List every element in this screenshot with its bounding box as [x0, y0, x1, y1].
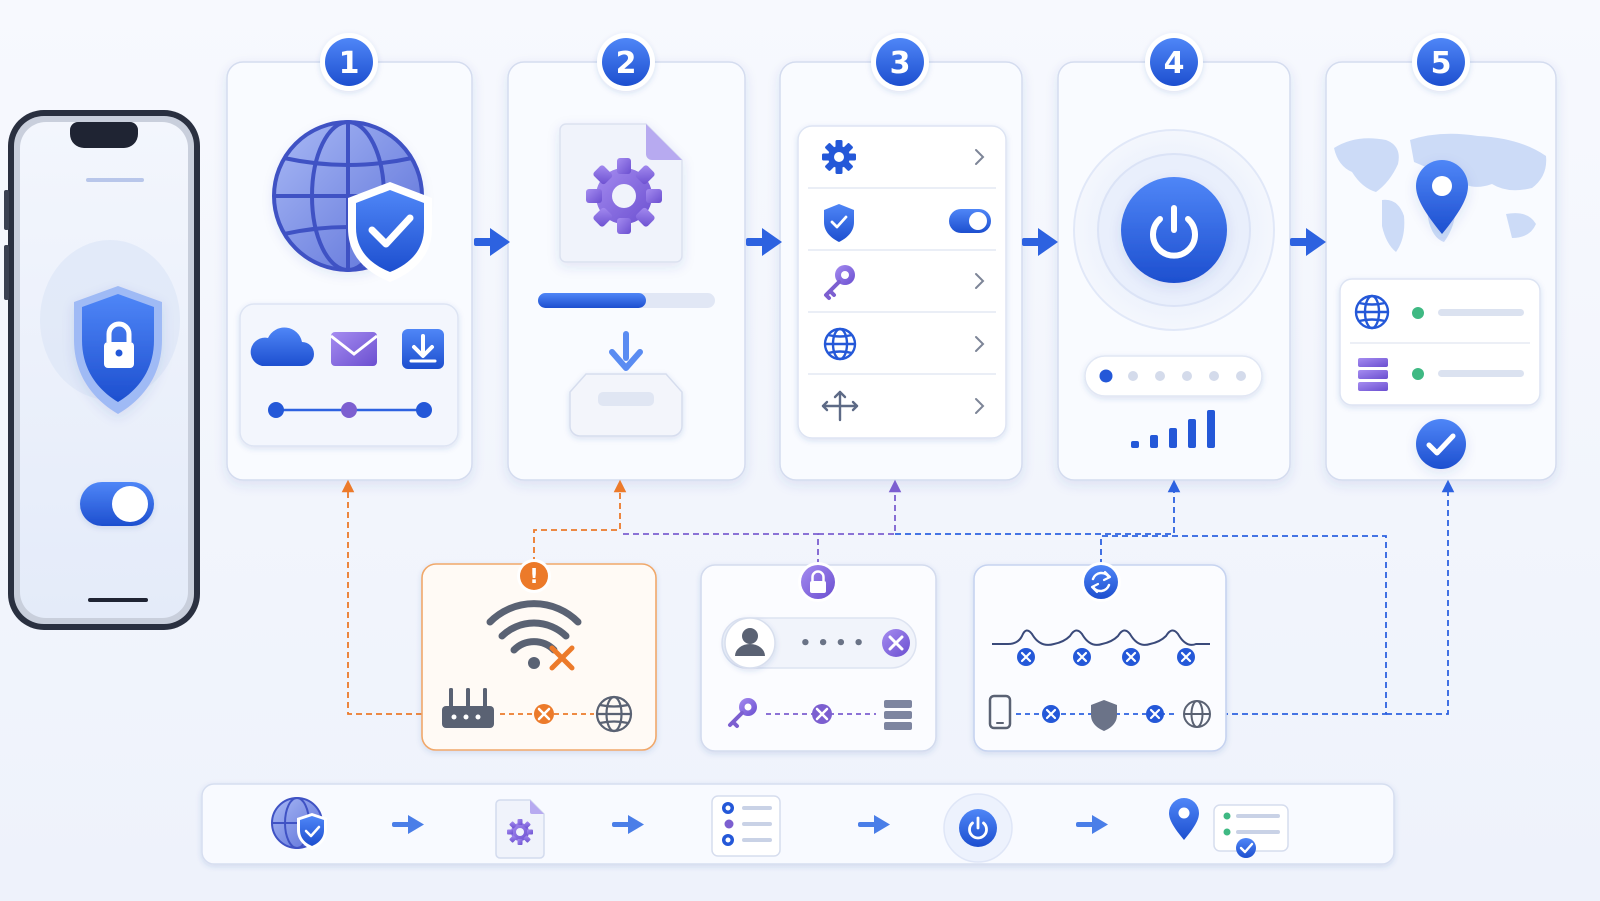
shield-check-icon [824, 204, 854, 242]
summary-step-1[interactable] [271, 797, 327, 850]
key-icon [824, 265, 855, 300]
chevron-right-icon [975, 273, 985, 289]
password-mask: • • • • [800, 633, 865, 654]
flow-arrow-4-5 [1290, 228, 1326, 256]
key-icon [728, 698, 757, 728]
svg-text:4: 4 [1164, 46, 1185, 81]
protection-toggle[interactable] [949, 209, 991, 233]
user-icon [724, 617, 776, 669]
summary-arrow [392, 815, 424, 834]
padlock-icon [798, 562, 838, 602]
server-icon [884, 700, 912, 730]
document-gear-icon [559, 123, 683, 263]
status-dot [1412, 368, 1424, 380]
server-status-icon [1213, 804, 1289, 852]
gear-icon [822, 140, 856, 174]
settings-row-keys[interactable] [824, 265, 985, 300]
svg-text:2: 2 [616, 46, 637, 81]
issue-card-authentication: • • • • [700, 562, 937, 752]
power-icon [1150, 205, 1198, 259]
wifi-off-icon [486, 600, 582, 671]
location-pin-icon [1169, 798, 1199, 840]
flow-arrow-3-4 [1022, 228, 1058, 256]
summary-bar [201, 783, 1395, 865]
flow-arrow-2-3 [746, 228, 782, 256]
phone-icon [988, 694, 1012, 730]
settings-row-split-tunnel[interactable] [821, 390, 985, 422]
shield-icon [1091, 700, 1117, 731]
server-icon [1358, 358, 1388, 391]
document-gear-icon [495, 799, 545, 859]
issue-card-connection-drop [973, 562, 1227, 752]
settings-row-general[interactable] [822, 140, 985, 174]
warning-badge: ! [517, 559, 551, 593]
router-icon [442, 688, 494, 728]
summary-arrow [858, 815, 890, 834]
source-panel [239, 303, 459, 447]
settings-row-network[interactable] [823, 327, 985, 361]
connection-progress-dots [1084, 355, 1263, 397]
summary-arrow [612, 815, 644, 834]
signal-bars-icon [1131, 410, 1215, 448]
settings-list [797, 125, 1007, 439]
svg-text:3: 3 [890, 46, 911, 81]
summary-step-3[interactable] [711, 795, 781, 857]
svg-text:1: 1 [339, 46, 360, 81]
status-dot [1412, 307, 1424, 319]
cloud-icon[interactable] [250, 327, 314, 366]
step-badge-2: 2 [597, 33, 655, 91]
credentials-field: • • • • [721, 617, 917, 669]
flow-arrow-1-2 [474, 228, 510, 256]
globe-shield-icon [271, 797, 327, 850]
error-x-icon [812, 704, 832, 724]
chevron-right-icon [975, 398, 985, 414]
error-x-icon [1146, 705, 1164, 723]
check-circle-icon [1416, 419, 1466, 469]
globe-icon [1183, 700, 1211, 728]
error-x-icon [534, 704, 554, 724]
split-route-icon [821, 390, 859, 422]
summary-step-2[interactable] [495, 799, 545, 859]
server-status-panel [1339, 278, 1541, 406]
location-pin-icon [1416, 160, 1468, 234]
issue-connectors [341, 479, 1455, 715]
summary-step-4[interactable] [943, 793, 1013, 863]
chevron-right-icon [975, 336, 985, 352]
download-icon[interactable] [402, 329, 444, 369]
chevron-right-icon [975, 149, 985, 165]
step-badge-1: 1 [320, 33, 378, 91]
summary-arrow [1076, 815, 1108, 834]
settings-row-protection[interactable] [824, 204, 991, 242]
unstable-signal-wave [992, 629, 1210, 646]
settings-checklist-icon [711, 795, 781, 857]
globe-icon [1354, 294, 1390, 330]
globe-icon [595, 695, 633, 733]
svg-text:5: 5 [1431, 46, 1452, 81]
shield-lock-icon [74, 286, 162, 414]
install-tray-icon [569, 331, 683, 437]
summary-step-5[interactable] [1169, 798, 1289, 858]
drop-markers [1017, 648, 1195, 666]
check-circle-icon [1236, 838, 1256, 858]
step-badge-3: 3 [871, 33, 929, 91]
mail-icon[interactable] [330, 332, 378, 366]
svg-text:!: ! [529, 564, 538, 588]
globe-shield-icon [272, 120, 432, 282]
issue-card-network: ! [421, 559, 657, 751]
globe-icon [823, 327, 857, 361]
power-icon [968, 816, 988, 840]
step-badge-4: 4 [1145, 33, 1203, 91]
error-x-icon [882, 629, 910, 657]
install-progress-bar [538, 293, 715, 308]
error-x-icon [1042, 705, 1060, 723]
toggle-icon[interactable] [80, 482, 154, 526]
step-badge-5: 5 [1412, 33, 1470, 91]
power-button[interactable] [1073, 129, 1275, 331]
step-card-5 [1325, 61, 1557, 481]
sync-icon [1081, 562, 1121, 602]
